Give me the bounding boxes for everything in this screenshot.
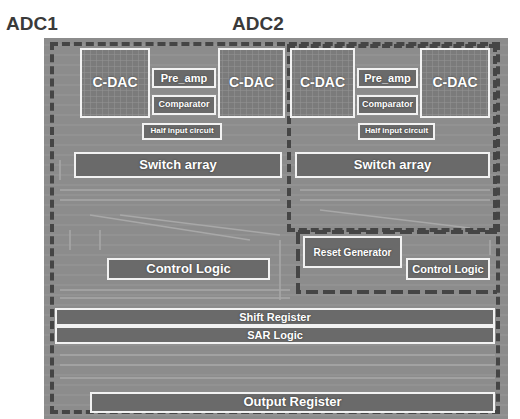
circuit-block: Half input circuit bbox=[358, 123, 435, 140]
circuit-block: Reset Generator bbox=[303, 236, 402, 268]
block-label: Pre_amp bbox=[364, 72, 410, 84]
block-label: Shift Register bbox=[239, 311, 311, 323]
circuit-block: Output Register bbox=[90, 392, 495, 413]
adc-region: ADC2C-DACPre_ampComparatorC-DACHalf inpu… bbox=[287, 44, 497, 232]
block-label: Half input circuit bbox=[150, 127, 213, 136]
circuit-block: Pre_amp bbox=[152, 68, 216, 88]
adc-region: ADC1C-DACPre_ampComparatorC-DACHalf inpu… bbox=[50, 42, 500, 414]
capacitor-array bbox=[80, 48, 150, 118]
block-label: Half input circuit bbox=[365, 127, 428, 136]
circuit-block: Control Logic bbox=[406, 258, 490, 280]
block-label: Comparator bbox=[158, 100, 209, 110]
block-label: SAR Logic bbox=[247, 329, 303, 341]
circuit-block: C-DAC bbox=[420, 48, 490, 118]
region-boundary bbox=[298, 232, 497, 292]
capacitor-array bbox=[420, 48, 490, 118]
circuit-block: Switch array bbox=[295, 152, 490, 178]
circuit-block: Comparator bbox=[357, 95, 418, 115]
block-label: C-DAC bbox=[92, 75, 137, 90]
block-label: Comparator bbox=[362, 100, 413, 110]
routing-wires bbox=[60, 160, 495, 378]
region-heading: ADC2 bbox=[232, 13, 284, 35]
block-label: C-DAC bbox=[229, 75, 274, 90]
block-label: Switch array bbox=[139, 158, 216, 172]
block-label: Control Logic bbox=[146, 262, 231, 276]
block-label: C-DAC bbox=[300, 75, 345, 90]
block-label: Pre_amp bbox=[161, 72, 207, 84]
block-label: Reset Generator bbox=[314, 247, 392, 258]
circuit-block: Control Logic bbox=[107, 258, 270, 280]
circuit-block: Switch array bbox=[74, 152, 282, 178]
die-ground bbox=[44, 38, 508, 419]
capacitor-array bbox=[290, 48, 355, 118]
circuit-block: Pre_amp bbox=[357, 68, 418, 88]
circuit-block: C-DAC bbox=[218, 48, 285, 118]
circuit-block: C-DAC bbox=[290, 48, 355, 118]
block-label: Switch array bbox=[354, 158, 431, 172]
region-heading: ADC1 bbox=[6, 13, 58, 35]
circuit-block: Half input circuit bbox=[142, 123, 222, 140]
circuit-block: Shift Register bbox=[55, 308, 495, 326]
circuit-block: C-DAC bbox=[80, 48, 150, 118]
block-label: Control Logic bbox=[412, 263, 484, 275]
circuit-block: Comparator bbox=[152, 95, 216, 115]
block-label: C-DAC bbox=[432, 75, 477, 90]
block-label: Output Register bbox=[243, 395, 341, 409]
circuit-block: SAR Logic bbox=[55, 326, 495, 344]
capacitor-array bbox=[218, 48, 285, 118]
